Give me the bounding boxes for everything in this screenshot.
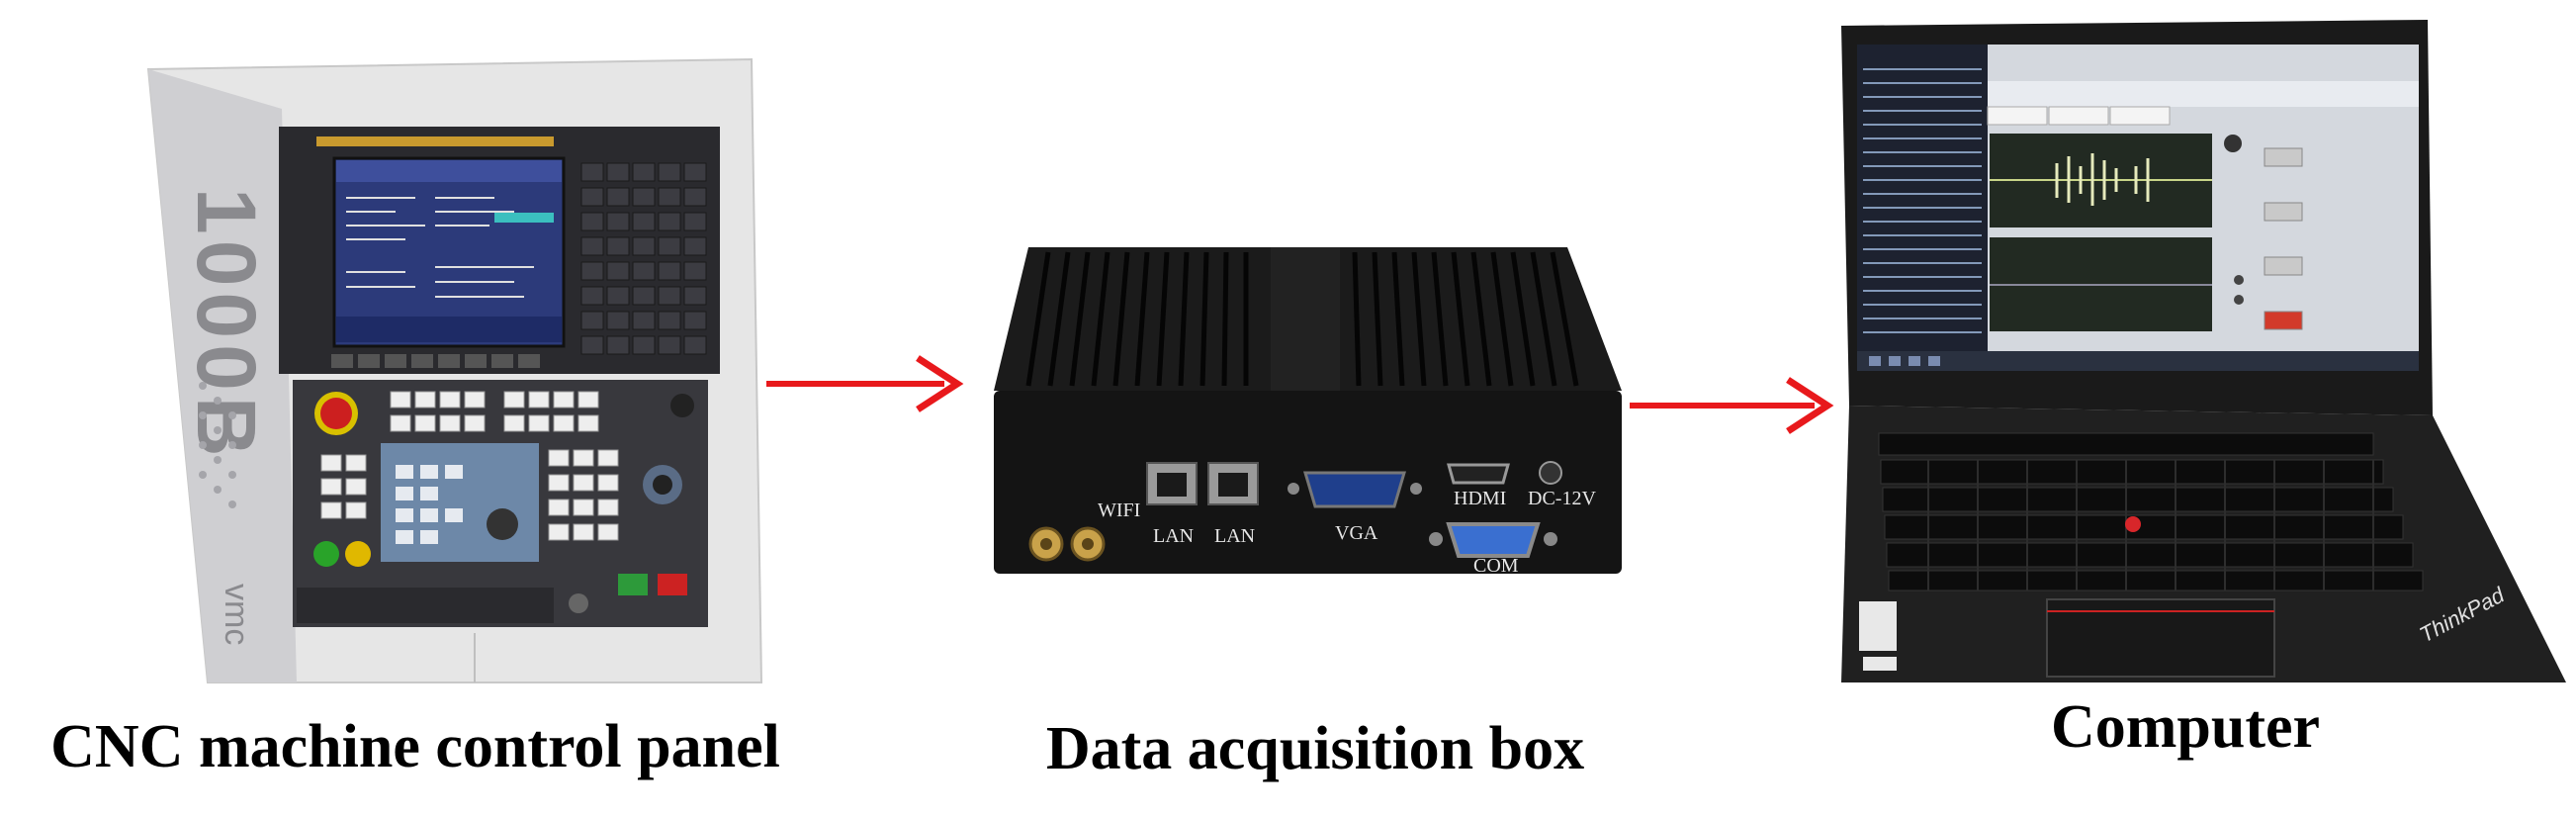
trackpoint — [2125, 516, 2141, 532]
cnc-brand-text: vmc — [218, 584, 255, 645]
dc-port-label: DC-12V — [1528, 488, 1596, 509]
operator-key-grid — [320, 391, 619, 541]
cnc-screen — [332, 156, 566, 348]
vga-port — [1302, 471, 1407, 508]
com-port-label: COM — [1473, 555, 1519, 577]
cnc-panel-image: 1000B vmc — [146, 57, 763, 683]
computer-caption: Computer — [2050, 693, 2321, 761]
vga-port-label: VGA — [1335, 522, 1378, 544]
dc-power-port — [1539, 461, 1562, 485]
cnc-model-text: 1000B — [180, 188, 273, 463]
cnc-panel-caption: CNC machine control panel — [50, 713, 780, 780]
wifi-port-label: WIFI — [1098, 500, 1140, 521]
acquisition-box-caption: Data acquisition box — [1045, 715, 1585, 782]
laptop-keyboard — [1878, 432, 2424, 591]
wing-dot-pattern — [199, 382, 236, 508]
lan-port-1-label: LAN — [1153, 525, 1194, 547]
laptop-image: ThinkPad — [1841, 20, 2566, 682]
lan-port-2-label: LAN — [1214, 525, 1255, 547]
acquisition-box-image: WIFI LAN LAN VGA HDMI DC-12V COM — [994, 247, 1622, 577]
hdmi-port — [1447, 463, 1510, 485]
com-port — [1446, 522, 1541, 558]
arrow-right-icon — [1630, 377, 1834, 434]
heatsink-fins — [1025, 251, 1579, 387]
arrow-right-icon — [766, 355, 964, 412]
hdmi-port-label: HDMI — [1454, 488, 1506, 509]
cnc-mdi-keypad — [580, 162, 707, 355]
